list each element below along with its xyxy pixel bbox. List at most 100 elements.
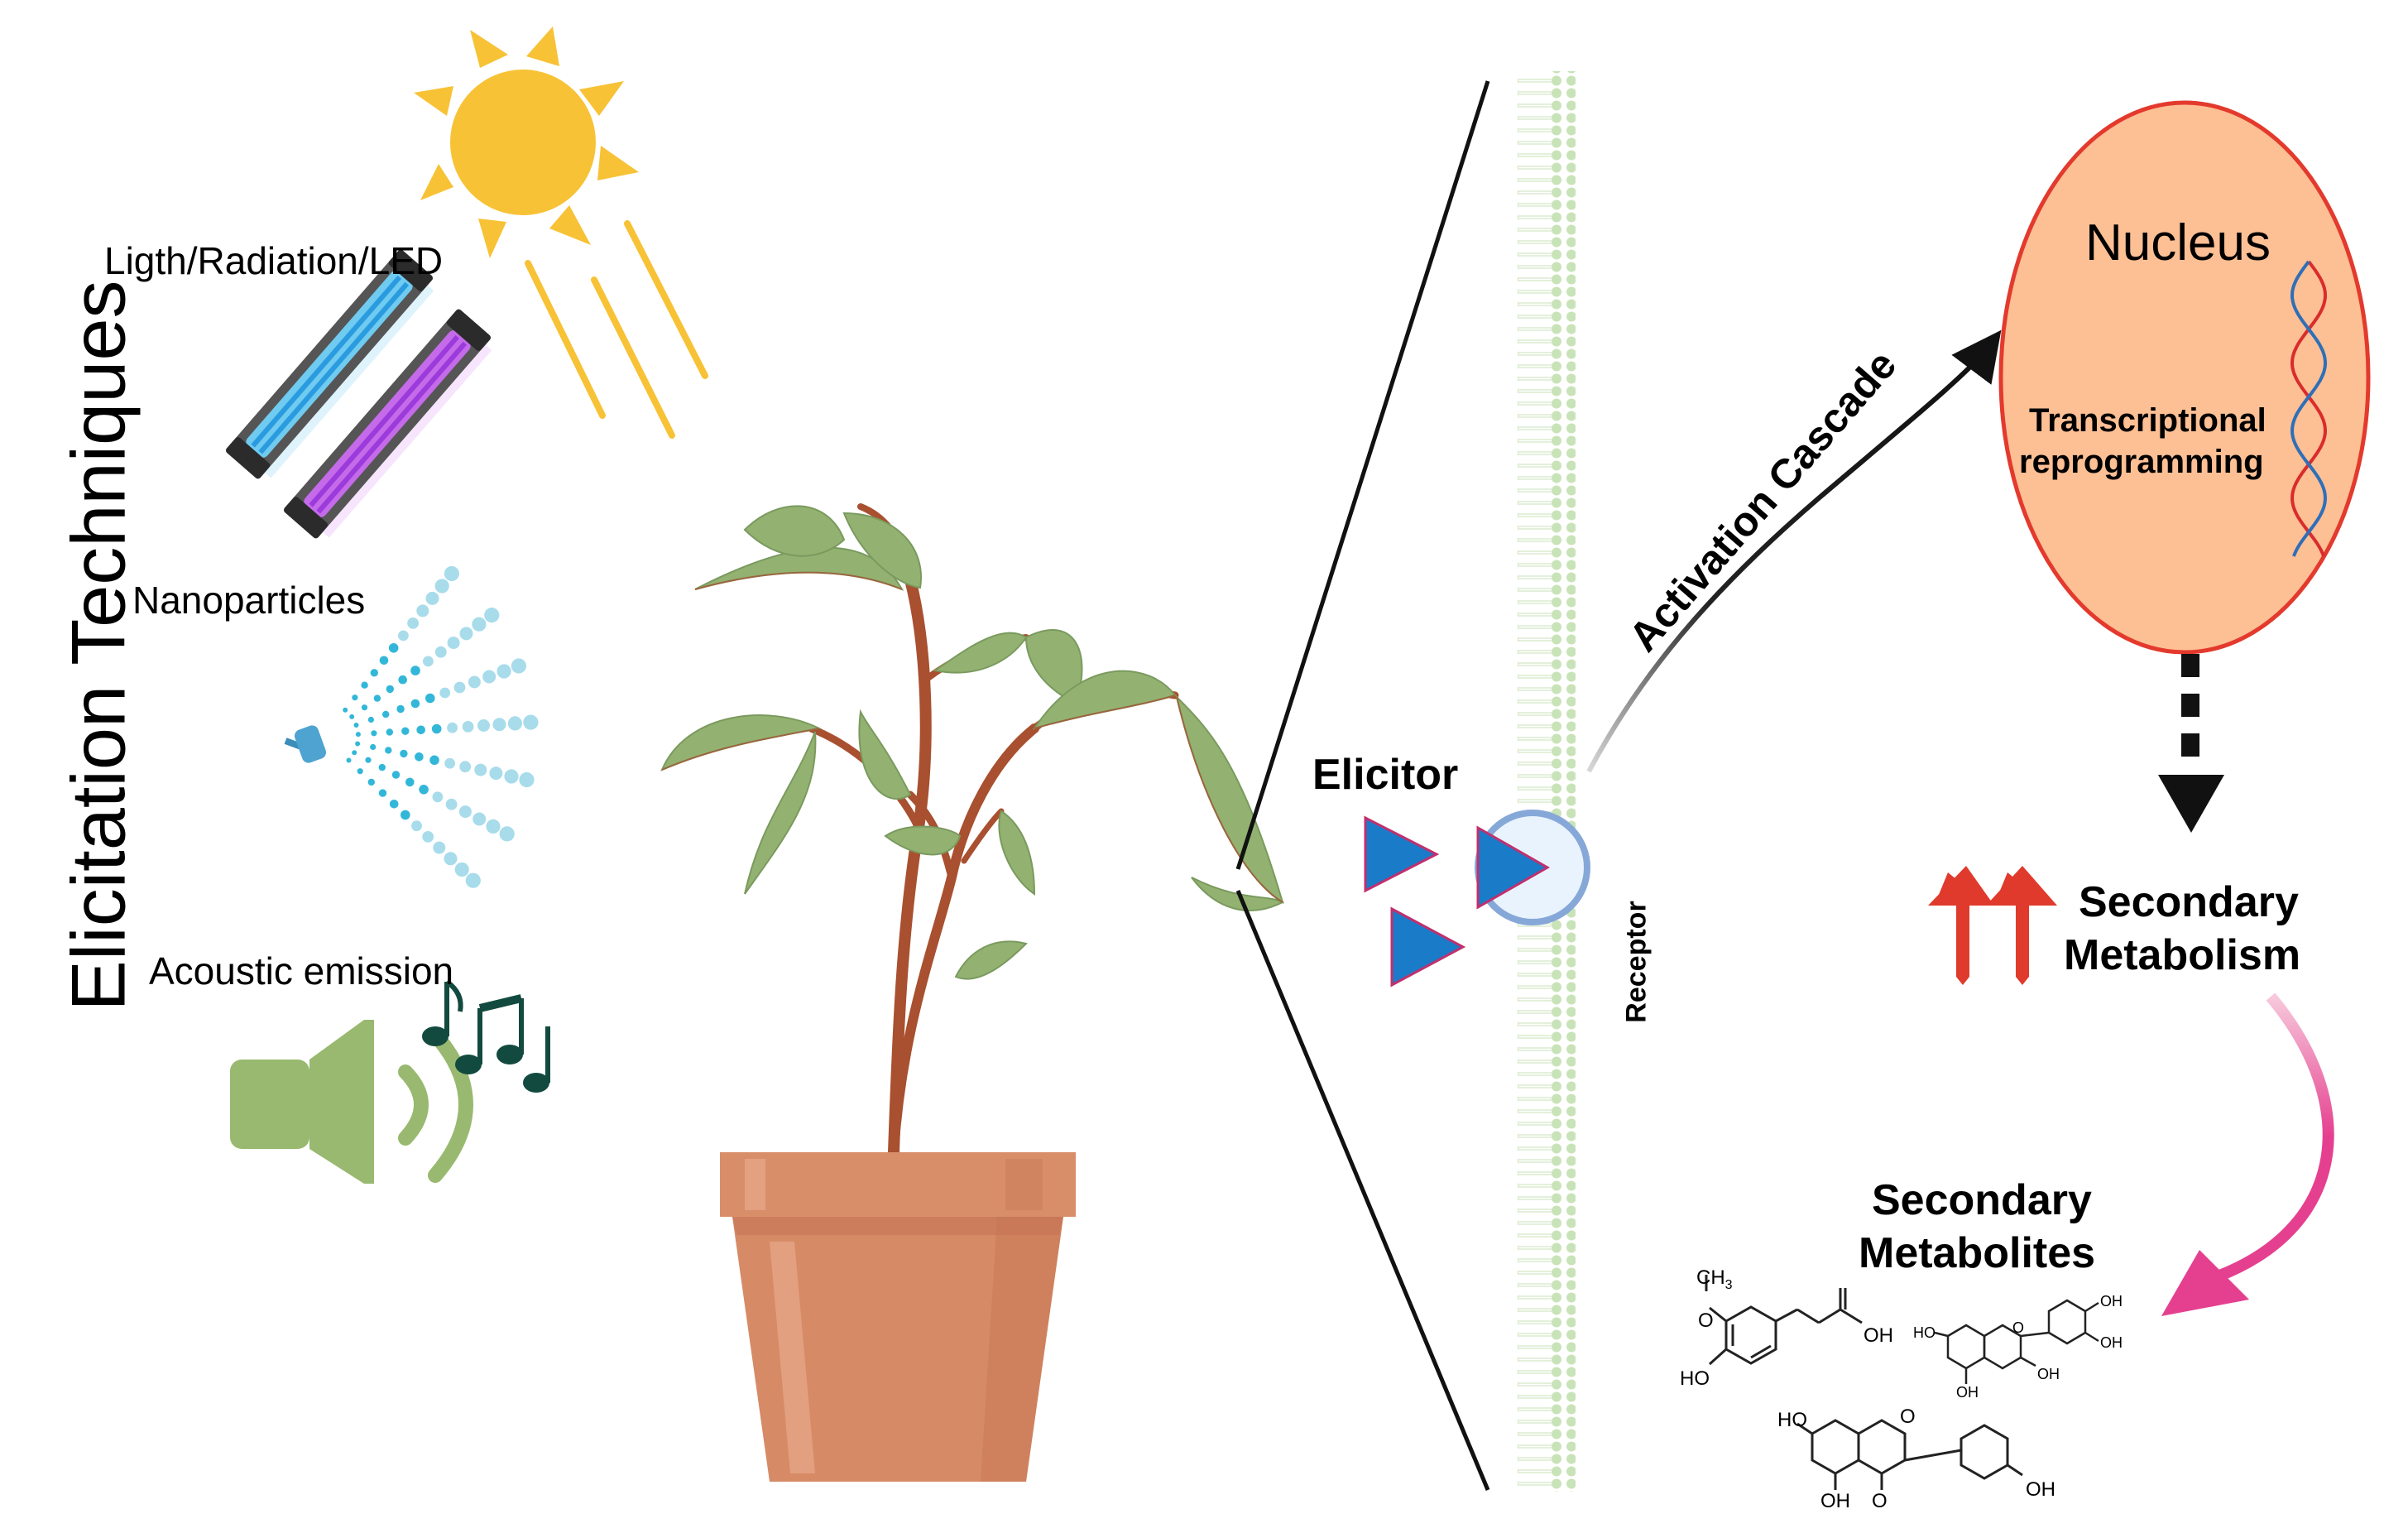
nanoparticle-dot [352,750,357,756]
chem-label: OH [1864,1324,1893,1347]
sun-icon [414,26,708,439]
nanoparticle-dot [453,681,466,694]
isoflavone-structure [1796,1419,2023,1490]
nanoparticle-dot [489,766,503,781]
nanoparticle-dot [382,710,390,718]
zoom-line-top [1235,80,1490,870]
led-lamp-purple-icon [283,309,492,539]
cell-membrane [1518,71,1576,1492]
transcription-label-line2: reprogramming [2019,444,2264,480]
nanoparticle-dot [425,693,435,704]
nanoparticle-dot [367,716,374,723]
nanoparticle-dot [386,685,394,694]
nanoparticle-dot [343,707,348,713]
nanoparticle-dot [444,757,455,769]
nanoparticle-dot [378,789,387,797]
nanoparticle-dot [346,757,352,763]
nanoparticle-dot [454,862,469,877]
nanoparticle-dot [447,722,458,733]
nanoparticle-dot [411,820,422,832]
nanoparticle-dot [468,675,481,689]
nanoparticle-dot [465,872,481,888]
nanoparticle-dot [361,681,368,689]
nanoparticle-dot [401,727,410,735]
nanoparticle-dot [477,719,490,732]
nanoparticles-technique-label: Nanoparticles [132,579,366,622]
nanoparticle-dot [386,728,393,736]
nanoparticle-dot [355,741,361,747]
chem-label: OH [2100,1334,2123,1351]
chem-label: OH [1820,1490,1850,1512]
nanoparticle-dot [484,608,500,623]
chem-label: HO [1777,1409,1807,1431]
increase-arrows-icon [1928,866,2057,985]
nanoparticle-dot [357,768,363,775]
secondary-metabolites-line1: Secondary [1872,1176,2092,1224]
nanoparticle-dot [523,714,539,730]
nanoparticle-dot [353,723,359,728]
catechin-structure [1934,1299,2099,1384]
nanoparticle-dot [373,694,381,702]
nanoparticle-dot [472,617,487,632]
nanoparticle-dot [474,763,487,776]
metabolites-arrow [2161,992,2334,1316]
nanoparticle-dot [447,637,460,650]
nanoparticle-dot [432,791,444,803]
speaker-icon [230,1020,473,1184]
page-title: Elicitation Techniques [56,280,142,1012]
nanoparticle-dot [434,646,447,658]
nanoparticle-dot [444,852,458,866]
secondary-metabolism-line1: Secondary [2079,878,2299,926]
nanoparticle-dot [459,761,472,773]
nanoparticle-dot [416,725,425,735]
nanoparticle-dot [378,763,386,771]
nanoparticle-dot [429,755,439,766]
nanoparticle-dot [385,747,392,754]
chem-label: HO [1913,1324,1936,1341]
nanoparticle-dot [422,831,434,843]
nanoparticle-dot [445,798,458,810]
nanoparticle-dot [511,658,527,674]
elicitor-molecule-icon [1390,906,1466,988]
elicitor-molecule-icon [1364,815,1440,893]
nanoparticle-dot [398,675,408,685]
nanoparticle-dot [401,810,410,820]
nanoparticle-dot [433,841,446,854]
chem-label: O [1698,1310,1714,1332]
chem-label: OH [2037,1366,2060,1382]
potted-plant [660,503,1285,1482]
elicitor-label: Elicitor [1312,751,1459,799]
secondary-metabolism-line2: Metabolism [2064,931,2301,979]
chem-label: O [1872,1490,1888,1512]
led-lamp-blue-icon [225,249,434,479]
nanoparticle-dot [431,723,442,734]
nanoparticle-dot [365,757,372,763]
nanoparticle-dot [504,769,519,784]
transcription-label-line1: Transcriptional [2029,402,2266,439]
chem-label: O [1900,1406,1916,1428]
nanoparticle-dot [410,666,420,675]
nanoparticle-dot [434,579,449,593]
nanoparticle-dot [425,591,439,605]
nanoparticle-dot [379,656,389,666]
nanoparticle-dot [361,704,368,711]
nanoparticle-dot [419,785,429,795]
nanoparticle-dot [507,716,523,731]
nanoparticle-dot [398,630,409,642]
activation-cascade-arrow [1586,329,2002,773]
nanoparticle-dot [355,732,361,738]
chem-label: OH [2026,1478,2055,1501]
nanoparticle-dot [370,669,378,677]
chem-label: OH [1956,1384,1979,1401]
nanoparticle-dot [496,664,511,679]
nanoparticle-dot [371,730,377,737]
nanoparticle-dot [486,819,501,834]
nanoparticle-dot [396,704,405,714]
nanoparticle-dot [482,670,496,684]
nanoparticle-dot [444,565,460,582]
nanoparticle-dot [459,627,473,641]
nanoparticle-dot [472,812,487,826]
chem-label: OH [2100,1293,2123,1310]
nucleus [1998,100,2371,655]
